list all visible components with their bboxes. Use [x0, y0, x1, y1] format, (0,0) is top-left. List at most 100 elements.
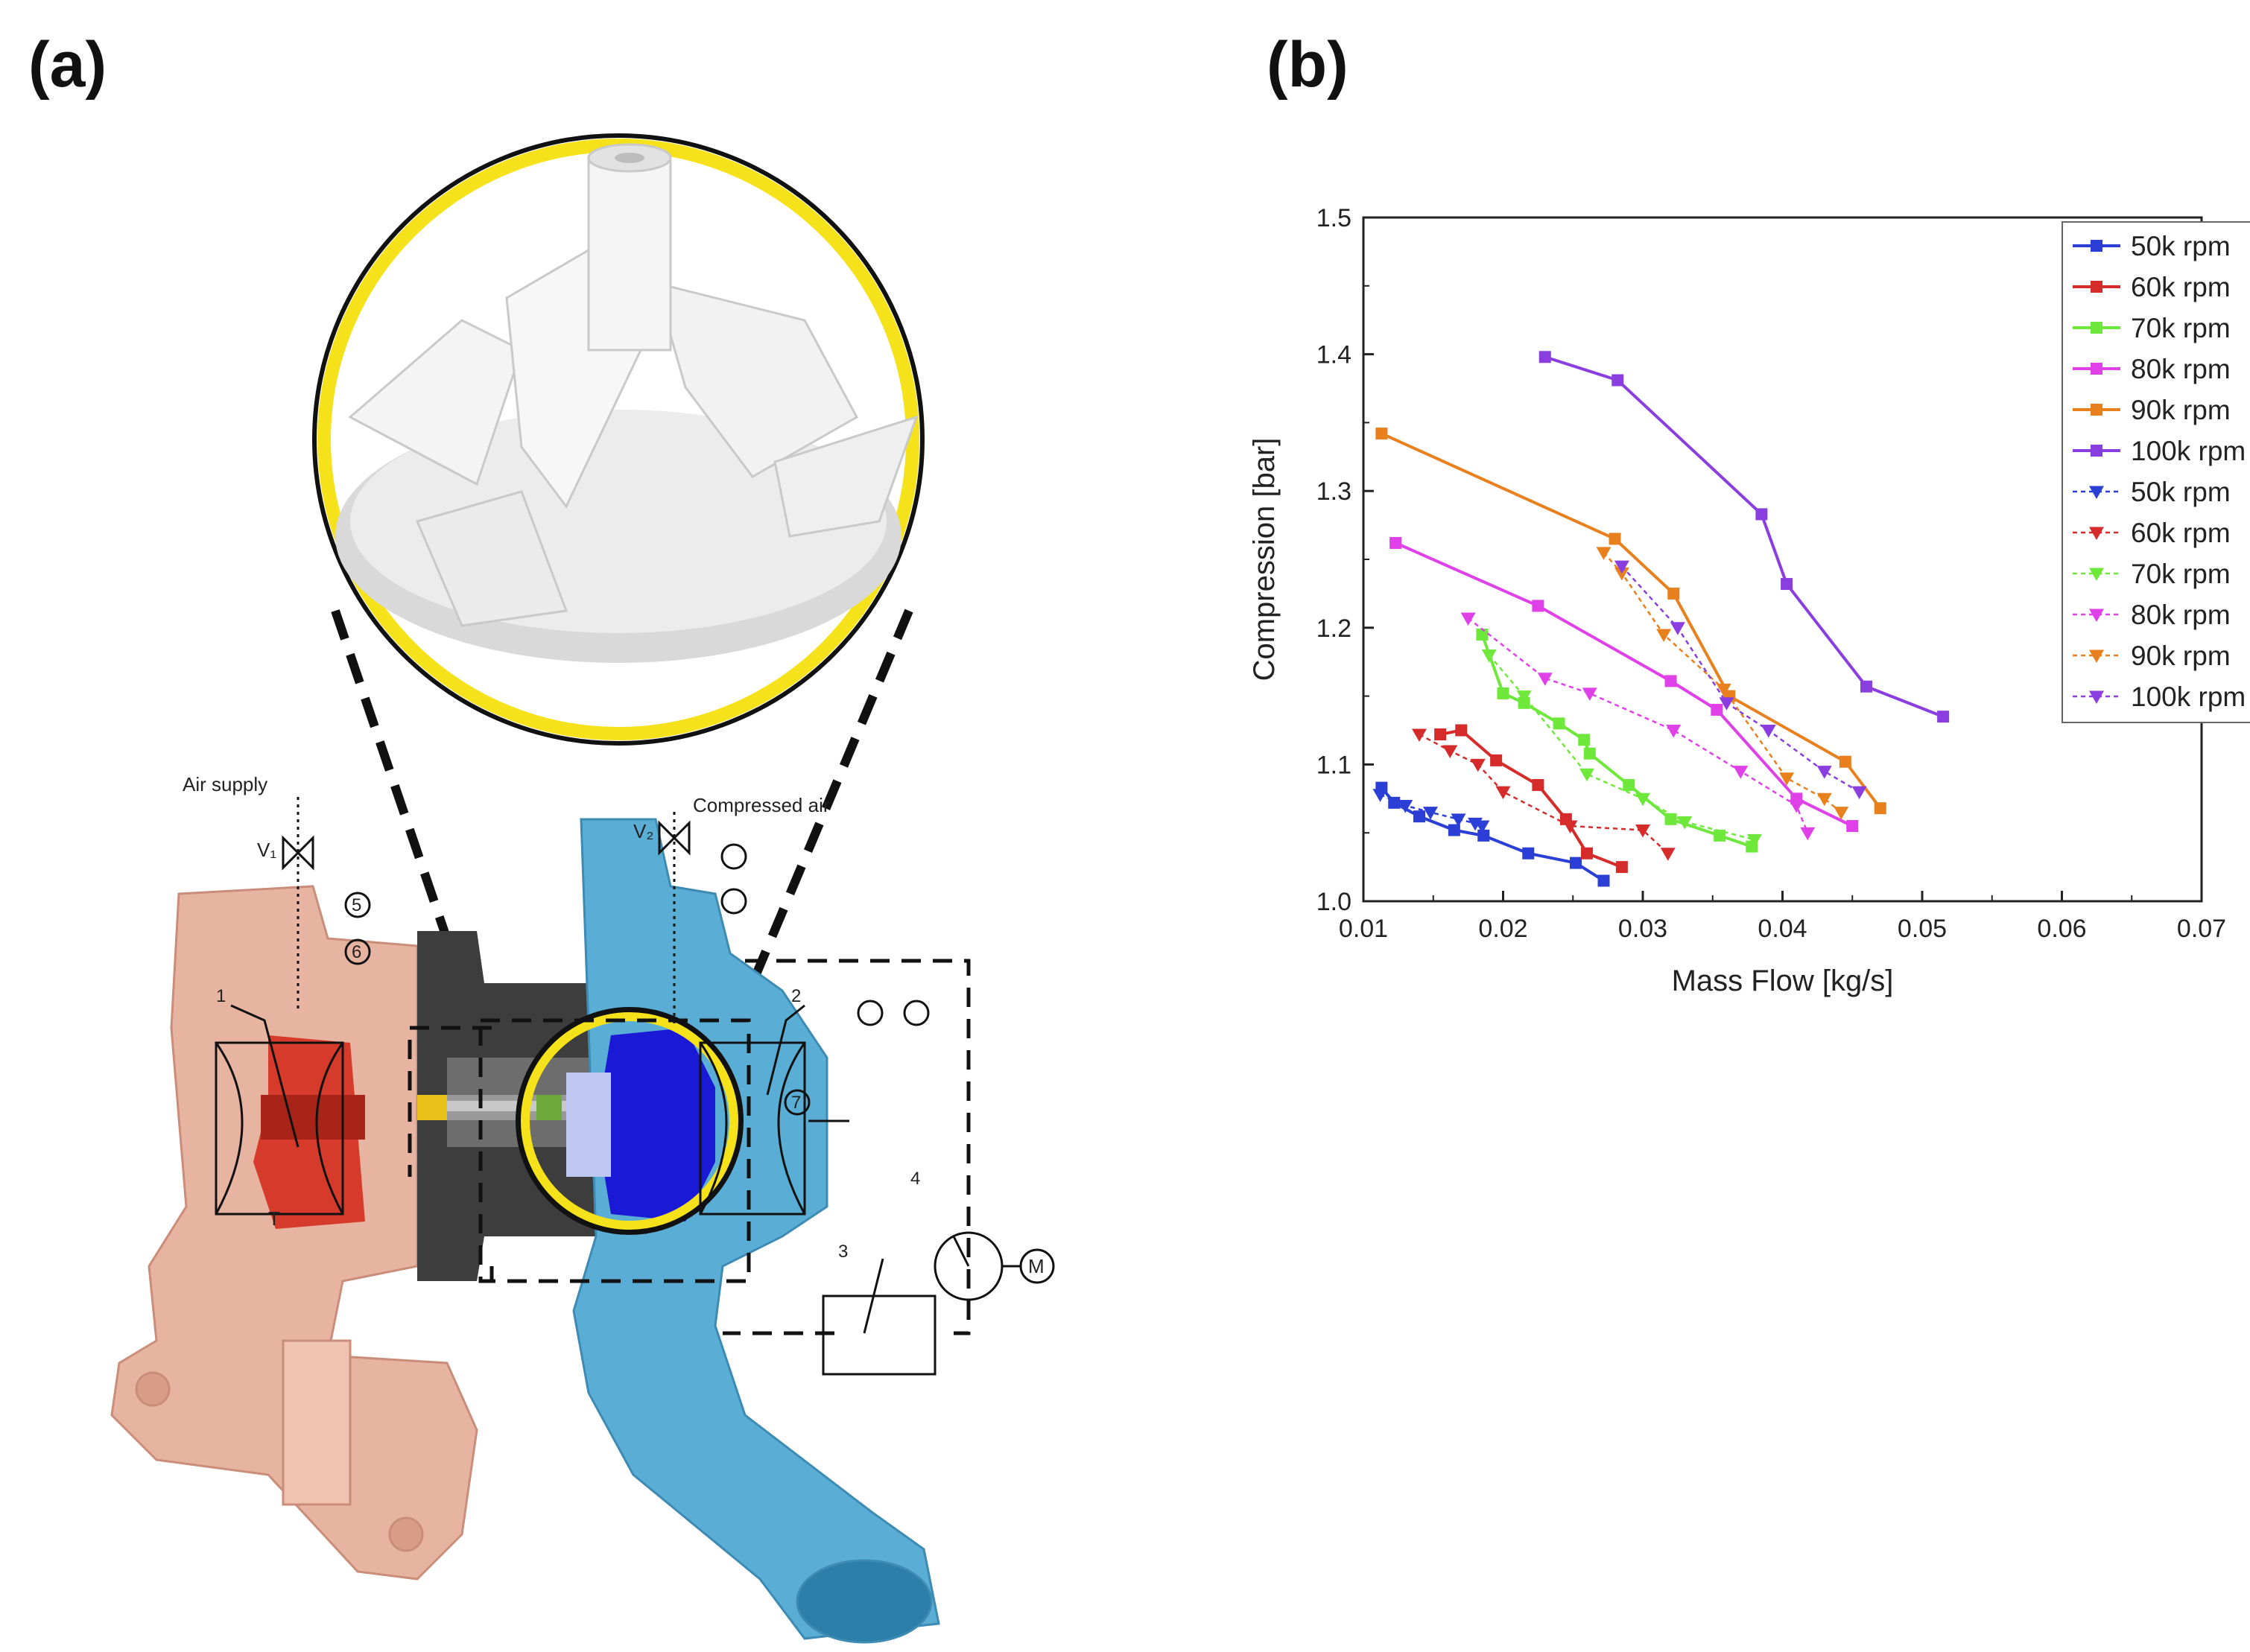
turbocharger-schematic: Air supply Compressed air V₁ V₂ M T 1 2 …	[110, 133, 1055, 1644]
data-point	[1497, 687, 1509, 699]
data-point	[2089, 609, 2104, 622]
y-tick-label: 1.5	[1316, 204, 1351, 232]
callout-5: 5	[352, 895, 361, 915]
legend-entry: 60k rpm	[2131, 518, 2231, 548]
data-point	[1477, 829, 1490, 842]
y-tick-label: 1.4	[1316, 341, 1351, 369]
data-point	[1412, 728, 1427, 743]
data-point	[1816, 766, 1832, 779]
data-point	[1839, 755, 1851, 768]
series-line	[1544, 355, 1944, 719]
data-point	[2091, 322, 2102, 334]
data-point	[1442, 745, 1458, 759]
data-point	[1476, 628, 1489, 641]
data-point	[1711, 703, 1723, 716]
legend-entry: 100k rpm	[2131, 682, 2246, 712]
data-point	[1583, 747, 1596, 760]
data-point	[2091, 363, 2102, 375]
panel-label-b: (b)	[1267, 29, 1349, 101]
data-point	[1851, 786, 1867, 800]
projection-line-left	[331, 609, 466, 985]
data-point	[1481, 649, 1497, 663]
legend-entry: 70k rpm	[2131, 313, 2231, 343]
y-tick-label: 1.2	[1316, 614, 1351, 643]
compressed-air-label: Compressed air	[693, 794, 830, 816]
series-4	[1375, 428, 1886, 815]
temperature-label: T	[268, 1207, 280, 1230]
data-point	[1664, 813, 1677, 825]
data-point	[1635, 792, 1650, 807]
callout-6: 6	[352, 942, 361, 962]
data-point	[1670, 622, 1685, 635]
callout-3: 3	[838, 1242, 848, 1262]
x-tick-label: 0.02	[1478, 915, 1527, 943]
schematic-lines	[215, 797, 1055, 1376]
impeller-photo	[335, 143, 919, 663]
data-point	[1800, 827, 1816, 841]
data-point	[1372, 789, 1388, 802]
data-point	[1609, 533, 1621, 545]
data-point	[1937, 711, 1950, 723]
series-line	[1620, 565, 1860, 793]
series-line	[1395, 541, 1854, 827]
callout-1: 1	[216, 986, 226, 1006]
data-point	[1451, 813, 1466, 827]
data-point	[1582, 687, 1597, 701]
data-point	[1470, 758, 1486, 772]
data-point	[1423, 807, 1438, 820]
data-point	[1562, 820, 1578, 834]
series-5	[1538, 351, 1950, 723]
callout-4: 4	[910, 1169, 920, 1189]
data-point	[1596, 547, 1612, 560]
data-point	[1581, 847, 1593, 860]
detail-ring-small	[521, 1012, 738, 1230]
data-point	[1516, 690, 1532, 704]
panel-label-a: (a)	[28, 29, 107, 101]
data-point	[1538, 351, 1551, 363]
data-point	[1579, 768, 1594, 782]
data-point	[1553, 717, 1565, 730]
control-boundary	[408, 959, 971, 1335]
data-point	[1413, 810, 1425, 823]
data-point	[1834, 807, 1849, 820]
series-line	[1480, 634, 1752, 848]
data-point	[1474, 820, 1490, 834]
valve-right-label: V₂	[633, 820, 653, 842]
data-point	[2091, 404, 2102, 416]
data-point	[1532, 778, 1544, 791]
data-point	[1597, 874, 1610, 887]
data-point	[2091, 445, 2102, 457]
data-point	[1656, 629, 1672, 642]
data-point	[1623, 778, 1635, 791]
data-point	[1615, 861, 1628, 874]
legend-entry: 90k rpm	[2131, 641, 2231, 671]
series-8	[1481, 649, 1762, 848]
data-point	[2089, 527, 2104, 540]
x-axis-title: Mass Flow [kg/s]	[1672, 965, 1894, 997]
x-tick-label: 0.07	[2177, 915, 2226, 943]
data-point	[1664, 675, 1677, 687]
data-point	[1716, 683, 1731, 697]
data-point	[1714, 829, 1726, 842]
x-tick-label: 0.04	[1758, 915, 1807, 943]
legend-entry: 100k rpm	[2131, 436, 2246, 466]
detail-ring-small-outline	[516, 1007, 744, 1235]
legend-entry: 90k rpm	[2131, 395, 2231, 425]
data-point	[1719, 697, 1734, 711]
data-point	[1532, 600, 1544, 612]
series-7	[1412, 728, 1676, 861]
series-11	[1614, 560, 1867, 800]
data-point	[1612, 374, 1624, 387]
data-point	[2089, 649, 2104, 663]
turbine-wheel	[253, 1035, 365, 1229]
data-point	[1781, 578, 1793, 591]
data-point	[1455, 724, 1468, 737]
series-3	[1389, 536, 1859, 833]
data-point	[1460, 612, 1476, 626]
series-layer	[1372, 351, 1950, 887]
data-point	[1816, 792, 1832, 807]
compressor-impeller	[566, 1028, 715, 1221]
series-line	[1467, 617, 1809, 833]
